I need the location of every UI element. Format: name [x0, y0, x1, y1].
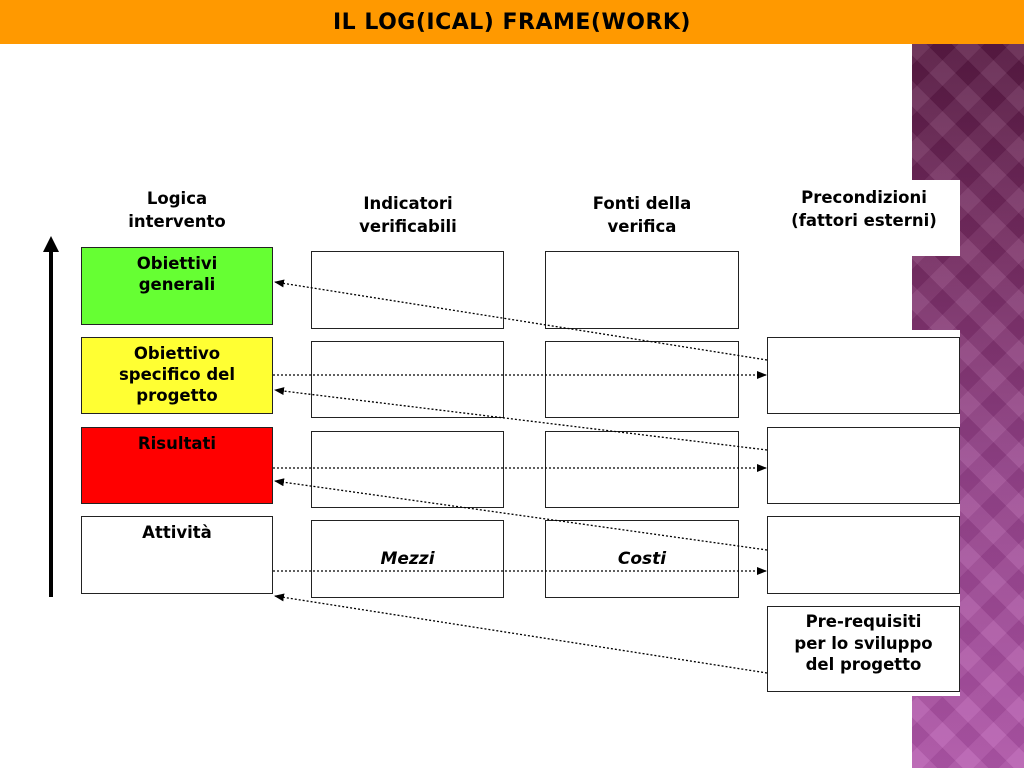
cell-precondizioni-2 [767, 427, 960, 504]
cell-fonti-2 [545, 341, 739, 418]
cell-fonti-3 [545, 431, 739, 508]
cell-indicatori-1 [311, 251, 504, 329]
row-attivita: Attività [81, 516, 273, 594]
mezzi-label: Mezzi [380, 549, 435, 569]
cell-precondizioni-1 [767, 337, 960, 414]
row-obiettivi-generali: Obiettivi generali [81, 247, 273, 325]
row-label: Attività [142, 523, 212, 542]
vertical-arrow [43, 236, 59, 597]
arrow-precondizione-to-risultati [274, 478, 768, 551]
arrow-precondizione-to-specifico [274, 387, 768, 451]
cell-precondizioni-3 [767, 516, 960, 594]
header-backdrop [912, 180, 960, 256]
costi-label: Costi [617, 549, 667, 569]
cell-fonti-1 [545, 251, 739, 329]
prerequisiti-label: Pre-requisiti per lo sviluppo del proget… [794, 612, 933, 674]
row-label: Obiettivi generali [136, 254, 218, 294]
header-fonti-verifica: Fonti della verifica [592, 194, 692, 236]
cell-costi: Costi [545, 520, 739, 598]
cell-indicatori-2 [311, 341, 504, 418]
title-bar: IL LOG(ICAL) FRAME(WORK) [0, 0, 1024, 44]
arrow-precondizione-to-generali [274, 279, 768, 361]
row-label: Risultati [137, 434, 217, 453]
header-logica-intervento: Logica intervento [128, 189, 226, 231]
header-precondizioni: Precondizioni (fattori esterni) [791, 188, 937, 230]
arrow-prerequisiti-to-attivita [274, 593, 768, 674]
box-prerequisiti: Pre-requisiti per lo sviluppo del proget… [767, 606, 960, 692]
page-title: IL LOG(ICAL) FRAME(WORK) [333, 9, 691, 35]
row-label: Obiettivo specifico del progetto [118, 344, 235, 405]
cell-indicatori-3 [311, 431, 504, 508]
cell-mezzi: Mezzi [311, 520, 504, 598]
row-obiettivo-specifico: Obiettivo specifico del progetto [81, 337, 273, 414]
row-risultati: Risultati [81, 427, 273, 504]
header-indicatori-verificabili: Indicatori verificabili [359, 194, 457, 236]
